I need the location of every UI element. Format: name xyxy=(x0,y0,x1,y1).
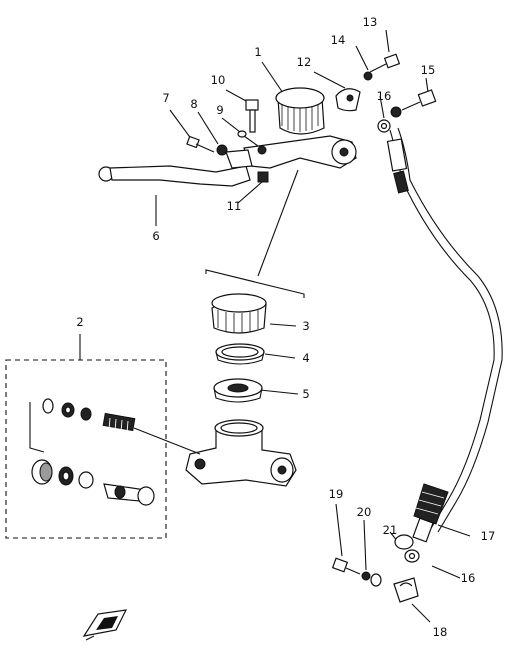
piston-kit-lower-row xyxy=(31,459,155,506)
callout-1: 1 xyxy=(254,45,261,59)
callout-6: 6 xyxy=(152,229,159,243)
hose-washer-lower xyxy=(361,571,371,581)
callout-4: 4 xyxy=(302,351,309,365)
diaphragm xyxy=(213,378,263,403)
brake-lever xyxy=(98,149,253,187)
callout-labels: 1 2 3 4 5 6 7 8 9 10 11 12 13 14 15 16 1… xyxy=(76,15,495,639)
lever-washer xyxy=(216,144,228,156)
master-cylinder-body xyxy=(185,419,297,487)
callout-15: 15 xyxy=(421,63,436,77)
pivot-nut xyxy=(257,171,269,183)
piston-kit-box xyxy=(5,359,167,539)
hose-nut-lower xyxy=(370,573,382,587)
callout-7: 7 xyxy=(162,91,169,105)
brake-hose xyxy=(386,127,503,550)
copper-washer-lower xyxy=(404,549,420,563)
callout-16-lower: 16 xyxy=(461,571,476,585)
switch-bolt xyxy=(245,99,259,133)
clamp-bolt xyxy=(369,53,401,73)
callout-21: 21 xyxy=(383,523,398,537)
hose-clamp xyxy=(393,577,419,603)
copper-washer-upper xyxy=(377,119,391,133)
callout-20: 20 xyxy=(357,505,372,519)
callout-17: 17 xyxy=(481,529,496,543)
callout-10: 10 xyxy=(211,73,226,87)
clamp-washer xyxy=(363,71,373,81)
callout-19: 19 xyxy=(329,487,344,501)
callout-9: 9 xyxy=(216,103,223,117)
reservoir-cap xyxy=(211,293,267,334)
callout-12: 12 xyxy=(297,55,312,69)
cap-plate xyxy=(215,343,265,365)
exploded-bracket xyxy=(205,269,305,298)
piston-kit-upper-row xyxy=(42,398,201,455)
callout-14: 14 xyxy=(331,33,346,47)
callout-3: 3 xyxy=(302,319,309,333)
callout-5: 5 xyxy=(302,387,309,401)
callout-2: 2 xyxy=(76,315,83,329)
callout-11: 11 xyxy=(227,199,242,213)
callout-13: 13 xyxy=(363,15,378,29)
small-screw xyxy=(237,130,267,155)
leader-lines xyxy=(79,29,471,623)
union-bolt xyxy=(390,89,437,118)
callout-16-upper: 16 xyxy=(377,89,392,103)
callout-8: 8 xyxy=(190,97,197,111)
piston-kit-bracket xyxy=(29,402,45,453)
front-arrow-icon xyxy=(82,609,128,641)
master-cylinder-assembly xyxy=(243,87,361,169)
lever-pivot-bolt xyxy=(186,135,215,153)
hose-bolt-lower xyxy=(331,557,361,575)
callout-18: 18 xyxy=(433,625,448,639)
